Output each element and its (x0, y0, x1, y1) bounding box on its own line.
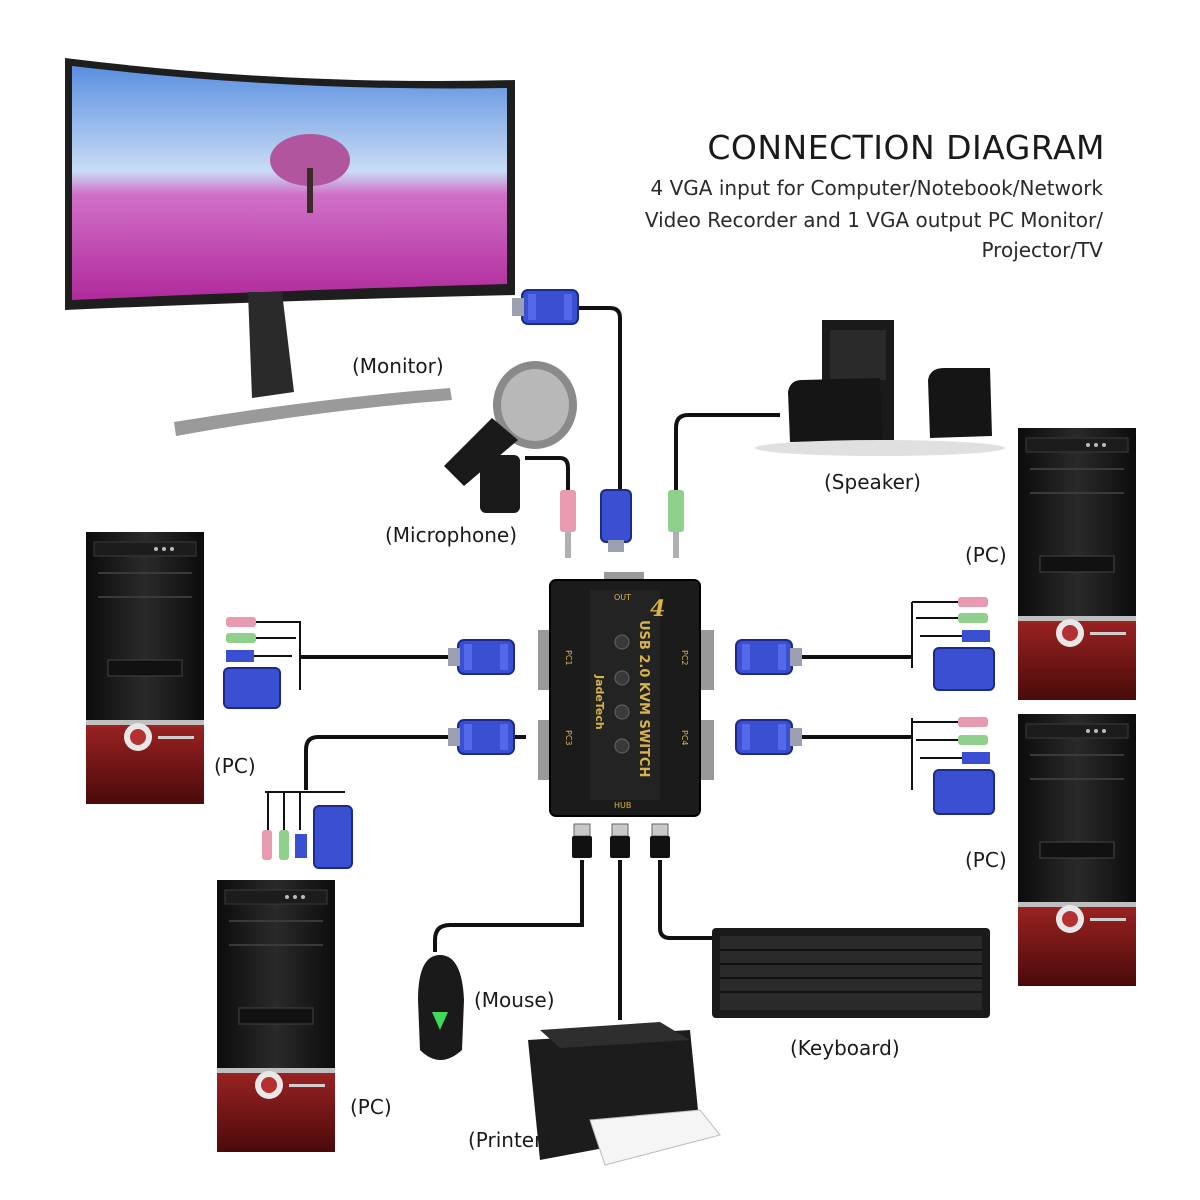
subtitle-line-1: 4 VGA input for Computer/Notebook/Networ… (650, 176, 1103, 200)
switch-hub-label: HUB (614, 801, 631, 810)
pc-bottom-left-label: (PC) (350, 1095, 392, 1119)
speaker-plug (668, 490, 684, 558)
kvm-switch (538, 572, 714, 817)
switch-model-text: USB 2.0 KVM SWITCH (636, 620, 651, 777)
mouse-illustration (418, 955, 464, 1060)
pc1-connector-bundle (223, 617, 301, 709)
printer-label: (Printer) (468, 1128, 551, 1152)
top-cables (525, 306, 780, 490)
usb-plug-printer (609, 823, 631, 859)
usb-cables (433, 860, 712, 1020)
printer-illustration (528, 1022, 721, 1166)
switch-brand-text: JadeTech (593, 674, 606, 730)
subtitle-line-2: Video Recorder and 1 VGA output PC Monit… (644, 208, 1103, 232)
pc-cables (300, 655, 912, 790)
diagram-title: CONNECTION DIAGRAM (707, 128, 1105, 167)
vga-plug-pc2-switch (735, 639, 803, 675)
mouse-label: (Mouse) (474, 988, 555, 1012)
switch-pc2-label: PC2 (680, 650, 689, 666)
pc2-connector-bundle (911, 597, 995, 691)
vga-plug-pc1-switch (447, 639, 515, 675)
pc4-connector-bundle (911, 717, 995, 815)
usb-plug-keyboard (649, 823, 671, 859)
keyboard-illustration (712, 928, 990, 1018)
mic-plug (560, 490, 576, 558)
vga-plug-pc3-switch (447, 719, 515, 755)
monitor-illustration (65, 58, 515, 436)
pc3-connector-bundle (262, 791, 353, 869)
switch-pc4-label: PC4 (680, 730, 689, 746)
pc-right-top (1017, 427, 1137, 701)
switch-count-badge: 4 (650, 596, 665, 622)
vga-plug-switch-out (600, 489, 632, 552)
switch-pc1-label: PC1 (564, 650, 573, 666)
usb-plug-mouse (571, 823, 593, 859)
pc-bottom-left (216, 879, 336, 1153)
vga-plug-monitor (511, 289, 579, 325)
pc-left-top-label: (PC) (214, 754, 256, 778)
pc-left-top (85, 531, 205, 805)
vga-plug-pc4-switch (735, 719, 803, 755)
keyboard-label: (Keyboard) (790, 1036, 900, 1060)
monitor-label: (Monitor) (352, 354, 444, 378)
subtitle-line-3: Projector/TV (981, 238, 1103, 262)
switch-out-label: OUT (614, 593, 631, 602)
pc-right-bottom (1017, 713, 1137, 987)
microphone-label: (Microphone) (385, 523, 518, 547)
switch-pc3-label: PC3 (564, 730, 573, 746)
microphone-illustration (444, 361, 577, 513)
pc-right-top-label: (PC) (965, 543, 1007, 567)
speaker-illustration (755, 320, 1005, 456)
pc-right-bottom-label: (PC) (965, 848, 1007, 872)
speaker-label: (Speaker) (824, 470, 921, 494)
